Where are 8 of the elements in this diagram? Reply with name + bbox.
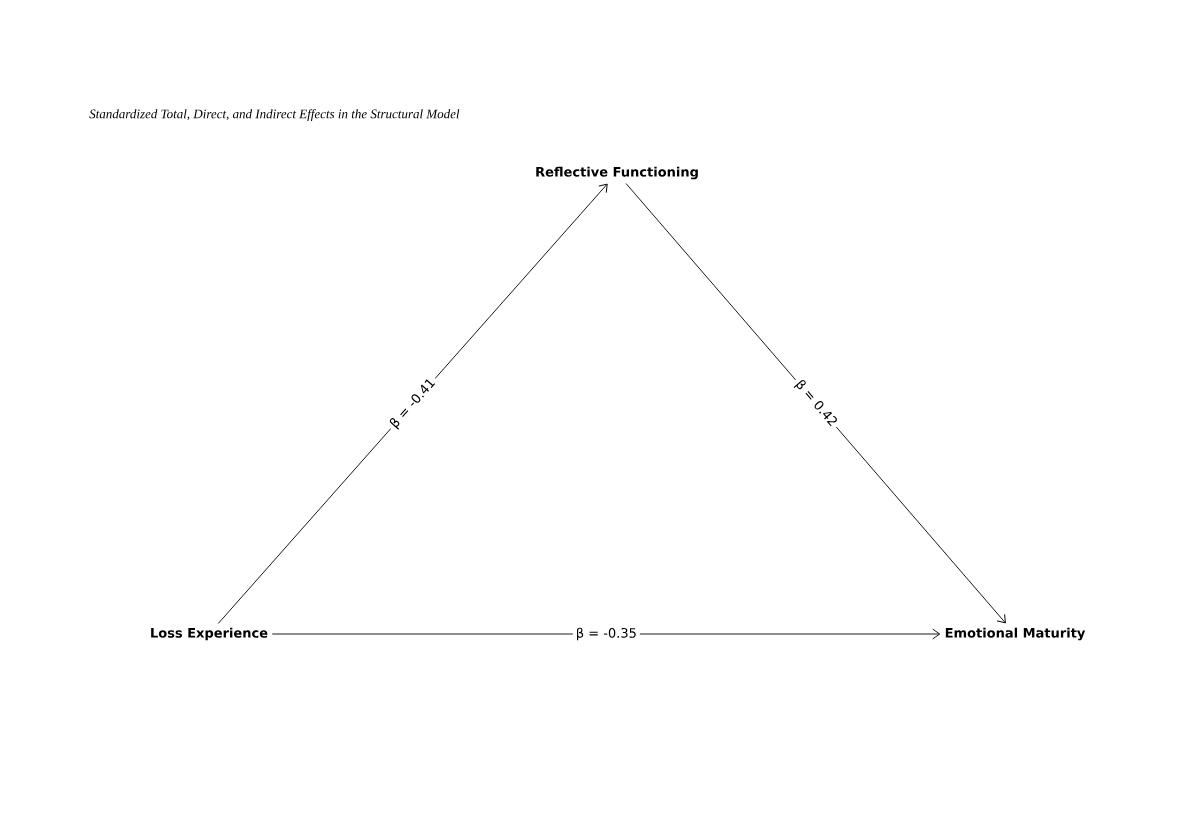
arrow: [625, 183, 1006, 624]
node-label: Loss Experience: [151, 627, 268, 641]
node-label: Reflective Functioning: [536, 166, 698, 180]
figure-title: Standardized Total, Direct, and Indirect Effects in the Structural Model: [89, 109, 460, 121]
edge-label: β = -0.35: [572, 624, 640, 644]
arrow: [271, 628, 941, 640]
node-label: Emotional Maturity: [945, 627, 1086, 641]
arrow: [217, 183, 608, 624]
